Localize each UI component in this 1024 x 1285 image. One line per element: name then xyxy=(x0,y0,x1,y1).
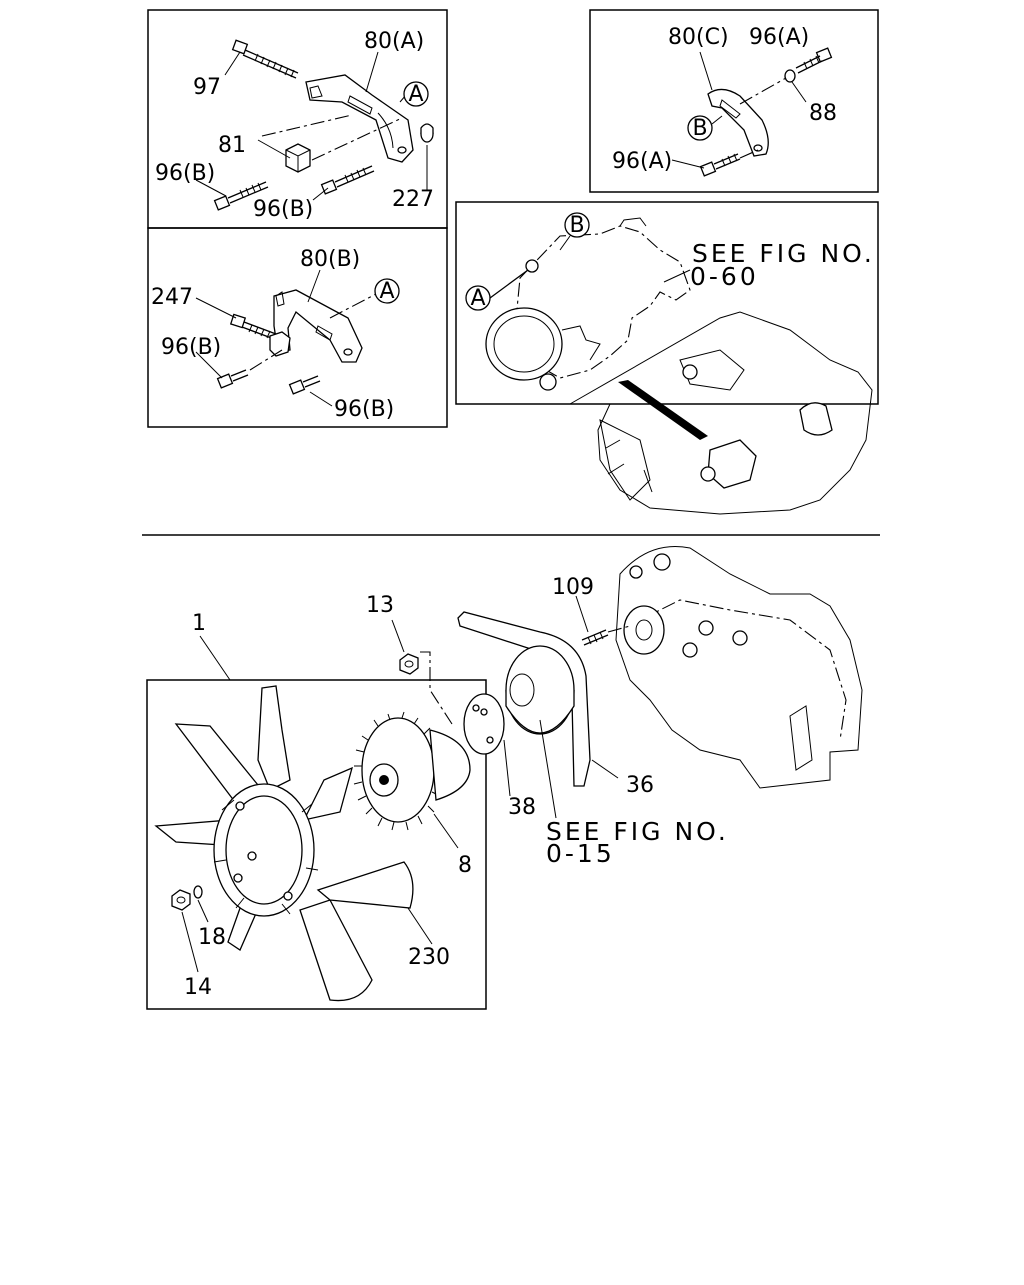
callout-97: 97 xyxy=(193,75,221,100)
ref-circle-a-2-label: A xyxy=(379,279,394,304)
ref-circle-b-1 xyxy=(687,115,713,141)
bolt-96a-bottom xyxy=(699,153,741,177)
callout-96a-2: 96(A) xyxy=(612,149,672,174)
callout-80b: 80(B) xyxy=(300,247,360,272)
see-fig-top-ref: 0-60 xyxy=(690,262,759,291)
callout-38: 38 xyxy=(508,795,536,820)
see-fig-bottom-line1: SEE FIG NO. xyxy=(546,817,729,846)
bolt-97 xyxy=(231,39,299,79)
callout-18: 18 xyxy=(198,925,226,950)
callout-96b-3: 96(B) xyxy=(161,335,221,360)
bracket-80c-assembly xyxy=(699,47,833,177)
callout-14: 14 xyxy=(184,975,212,1000)
stud-109 xyxy=(581,625,631,646)
callout-1: 1 xyxy=(192,611,206,636)
engine-front-cover xyxy=(615,545,863,789)
callout-81: 81 xyxy=(218,133,246,158)
bracket-80c xyxy=(707,88,769,157)
callout-80a: 80(A) xyxy=(364,29,424,54)
callout-96b-4: 96(B) xyxy=(334,397,394,422)
callout-13: 13 xyxy=(366,593,394,618)
spacer-227 xyxy=(420,123,434,143)
see-fig-bottom-ref: 0-15 xyxy=(546,839,615,868)
nut-13 xyxy=(399,653,419,675)
spacer-plate xyxy=(463,693,505,755)
bolt-96b-panel2-right xyxy=(288,375,321,395)
callout-230: 230 xyxy=(408,945,450,970)
ref-circle-a-2 xyxy=(374,278,400,304)
bolt-96b-left xyxy=(213,181,269,211)
callout-80c: 80(C) xyxy=(668,25,729,50)
callout-88: 88 xyxy=(809,101,837,126)
pulley-38 xyxy=(505,645,575,735)
washer-18 xyxy=(193,885,203,899)
engine-block-outline xyxy=(569,311,873,515)
panel-fan-frame xyxy=(146,679,487,1010)
bolt-96b-middle xyxy=(320,165,375,195)
bolt-96b-panel2-left xyxy=(216,369,249,389)
ref-circle-a-1 xyxy=(403,81,429,107)
bolt-247 xyxy=(229,313,277,340)
ref-circle-a-1-label: A xyxy=(408,82,423,107)
panel-bracket-b-frame xyxy=(147,227,448,428)
bolt-96a-top xyxy=(795,47,833,74)
ref-circle-b-1-label: B xyxy=(692,116,707,141)
cooling-fan-230 xyxy=(154,685,414,1002)
callout-96b-1: 96(B) xyxy=(155,161,215,186)
callout-109: 109 xyxy=(552,575,594,600)
ref-circle-a-3 xyxy=(465,285,491,311)
nut-14 xyxy=(171,889,191,911)
water-pump-pulley-face xyxy=(485,307,563,381)
bracket-80a-assembly xyxy=(213,39,434,211)
callout-96a-1: 96(A) xyxy=(749,25,809,50)
fan-clutch-8 xyxy=(353,711,471,831)
washer-88 xyxy=(784,69,796,83)
bracket-80b-assembly xyxy=(216,289,377,395)
see-fig-top-line1: SEE FIG NO. xyxy=(692,239,875,268)
water-pump-housing xyxy=(485,217,691,391)
ref-circle-b-2 xyxy=(564,212,590,238)
ref-circle-b-2-label: B xyxy=(569,213,584,238)
spacer-block-81 xyxy=(285,143,311,173)
callout-36: 36 xyxy=(626,773,654,798)
ref-circle-a-3-label: A xyxy=(470,286,485,311)
bracket-80a xyxy=(305,74,414,163)
callout-8: 8 xyxy=(458,853,472,878)
panel-water-pump-frame xyxy=(455,201,879,405)
pump-hub xyxy=(623,605,665,655)
callout-247: 247 xyxy=(151,285,193,310)
panel-bracket-c-frame xyxy=(589,9,879,193)
callout-96b-2: 96(B) xyxy=(253,197,313,222)
callout-227: 227 xyxy=(392,187,434,212)
